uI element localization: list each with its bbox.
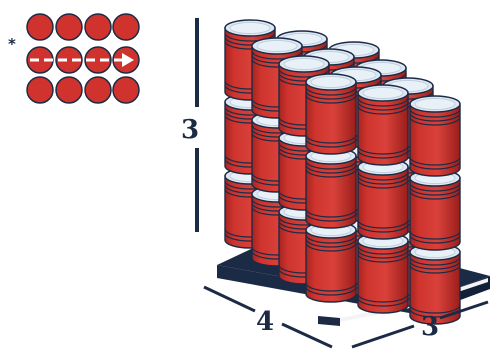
drum: [305, 147, 357, 229]
height-label: 3: [181, 115, 199, 145]
depth-dimension-line-right: [281, 322, 333, 349]
pallet-block: [318, 316, 340, 326]
width-label: 3: [421, 312, 439, 342]
depth-label: 4: [256, 307, 274, 337]
drum: [357, 232, 409, 314]
depth-dimension-line-left: [203, 285, 256, 313]
width-dimension-line-left: [351, 324, 415, 349]
drum: [305, 73, 357, 155]
drum: [409, 169, 461, 251]
width-dimension-line-right: [439, 300, 489, 320]
drum: [305, 221, 357, 303]
drum: [357, 158, 409, 240]
drum: [357, 84, 409, 166]
pattern-footnote-marker: *: [8, 35, 16, 53]
drum-pattern-icon: [26, 13, 140, 104]
drum: [409, 95, 461, 177]
pattern-direction-arrowhead: [122, 53, 134, 67]
